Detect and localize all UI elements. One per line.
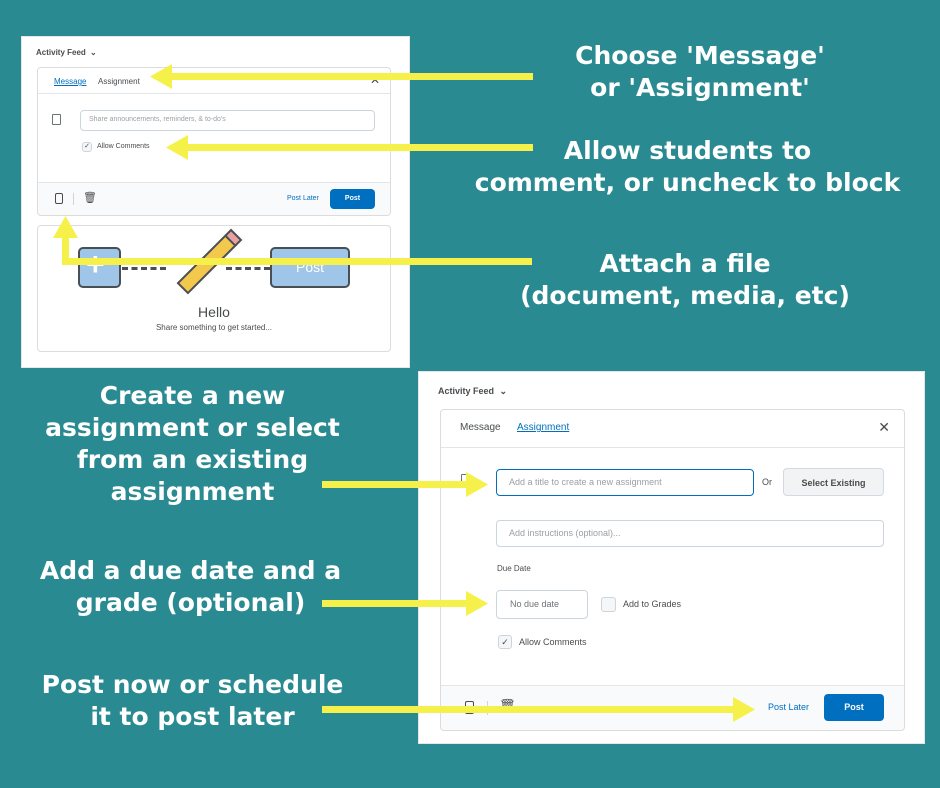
callout-attach-file: Attach a file (document, media, etc) [520, 249, 850, 310]
tab-message[interactable]: Message [460, 422, 501, 433]
assignment-view-screenshot: Activity Feed ⌄ Message Assignment ✕ Add… [419, 372, 924, 743]
message-input[interactable]: Share announcements, reminders, & to-do'… [80, 110, 375, 131]
chevron-down-icon: ⌄ [90, 48, 97, 57]
trash-icon[interactable]: 🗑 [499, 698, 516, 713]
add-to-grades-checkbox[interactable] [601, 597, 616, 612]
dashed-connector-right [226, 267, 270, 270]
activity-feed-label: Activity Feed [36, 48, 86, 57]
close-icon[interactable]: ✕ [369, 73, 380, 87]
allow-comments-checkbox[interactable]: ✓ [82, 142, 92, 152]
activity-feed-label: Activity Feed [438, 386, 495, 396]
footer-divider [487, 701, 488, 715]
allow-comments-checkbox[interactable]: ✓ [498, 635, 512, 649]
allow-comments-label: Allow Comments [519, 637, 587, 647]
assignment-title-input[interactable]: Add a title to create a new assignment [496, 469, 754, 496]
tab-assignment[interactable]: Assignment [98, 77, 140, 86]
attach-icon[interactable] [465, 701, 474, 714]
plus-icon: + [86, 246, 105, 282]
attach-icon[interactable] [55, 193, 63, 204]
tab-divider [441, 447, 904, 448]
composer-footer: 🗑 Post Later Post [38, 182, 390, 215]
instructions-input[interactable]: Add instructions (optional)... [496, 520, 884, 547]
post-later-link[interactable]: Post Later [287, 195, 319, 202]
chevron-down-icon: ⌄ [499, 386, 508, 396]
assignment-footer: 🗑 Post Later Post [441, 685, 904, 730]
post-graphic-label: Post [295, 259, 324, 275]
message-icon [52, 114, 61, 125]
due-date-label: Due Date [497, 564, 531, 573]
add-graphic: + [78, 246, 121, 288]
allow-comments-label: Allow Comments [97, 143, 150, 150]
tab-divider [38, 93, 390, 94]
activity-feed-title[interactable]: Activity Feed ⌄ [438, 386, 507, 397]
callout-allow-comments: Allow students to comment, or uncheck to… [474, 136, 901, 197]
composer-card: Message Assignment ✕ Share announcements… [37, 67, 391, 216]
message-placeholder: Share announcements, reminders, & to-do'… [89, 116, 226, 123]
due-date-input[interactable]: No due date [496, 590, 588, 619]
tab-assignment[interactable]: Assignment [517, 422, 570, 433]
empty-state-card: + Post Hello Share something to get star… [37, 225, 391, 352]
assignment-icon [461, 474, 470, 486]
callout-post-later: Post now or schedule it to post later [41, 670, 344, 731]
empty-state-subtitle: Share something to get started... [155, 323, 273, 332]
footer-divider [73, 193, 74, 205]
select-existing-button[interactable]: Select Existing [783, 468, 884, 496]
post-later-link[interactable]: Post Later [768, 702, 810, 712]
tab-message[interactable]: Message [54, 77, 87, 86]
due-date-value: No due date [510, 599, 560, 609]
close-icon[interactable]: ✕ [878, 419, 890, 435]
or-label: Or [762, 477, 772, 487]
callout-due-date-grade: Add a due date and a grade (optional) [39, 556, 342, 617]
post-button[interactable]: Post [330, 189, 375, 209]
pencil-icon [176, 228, 243, 295]
dashed-connector-left [122, 267, 166, 270]
callout-message-or-assignment: Choose 'Message' or 'Assignment' [575, 41, 825, 102]
activity-feed-title[interactable]: Activity Feed ⌄ [36, 48, 97, 57]
assignment-title-placeholder: Add a title to create a new assignment [509, 477, 662, 487]
instructions-placeholder: Add instructions (optional)... [509, 528, 621, 538]
post-graphic: Post [270, 247, 350, 288]
message-view-screenshot: Activity Feed ⌄ Message Assignment ✕ Sha… [22, 37, 409, 367]
trash-icon[interactable]: 🗑 [83, 192, 97, 204]
add-to-grades-label: Add to Grades [623, 599, 682, 609]
callout-create-assignment: Create a new assignment or select from a… [45, 381, 340, 506]
post-button[interactable]: Post [824, 694, 884, 721]
assignment-composer-card: Message Assignment ✕ Add a title to crea… [440, 409, 905, 731]
empty-state-title: Hello [198, 304, 230, 320]
